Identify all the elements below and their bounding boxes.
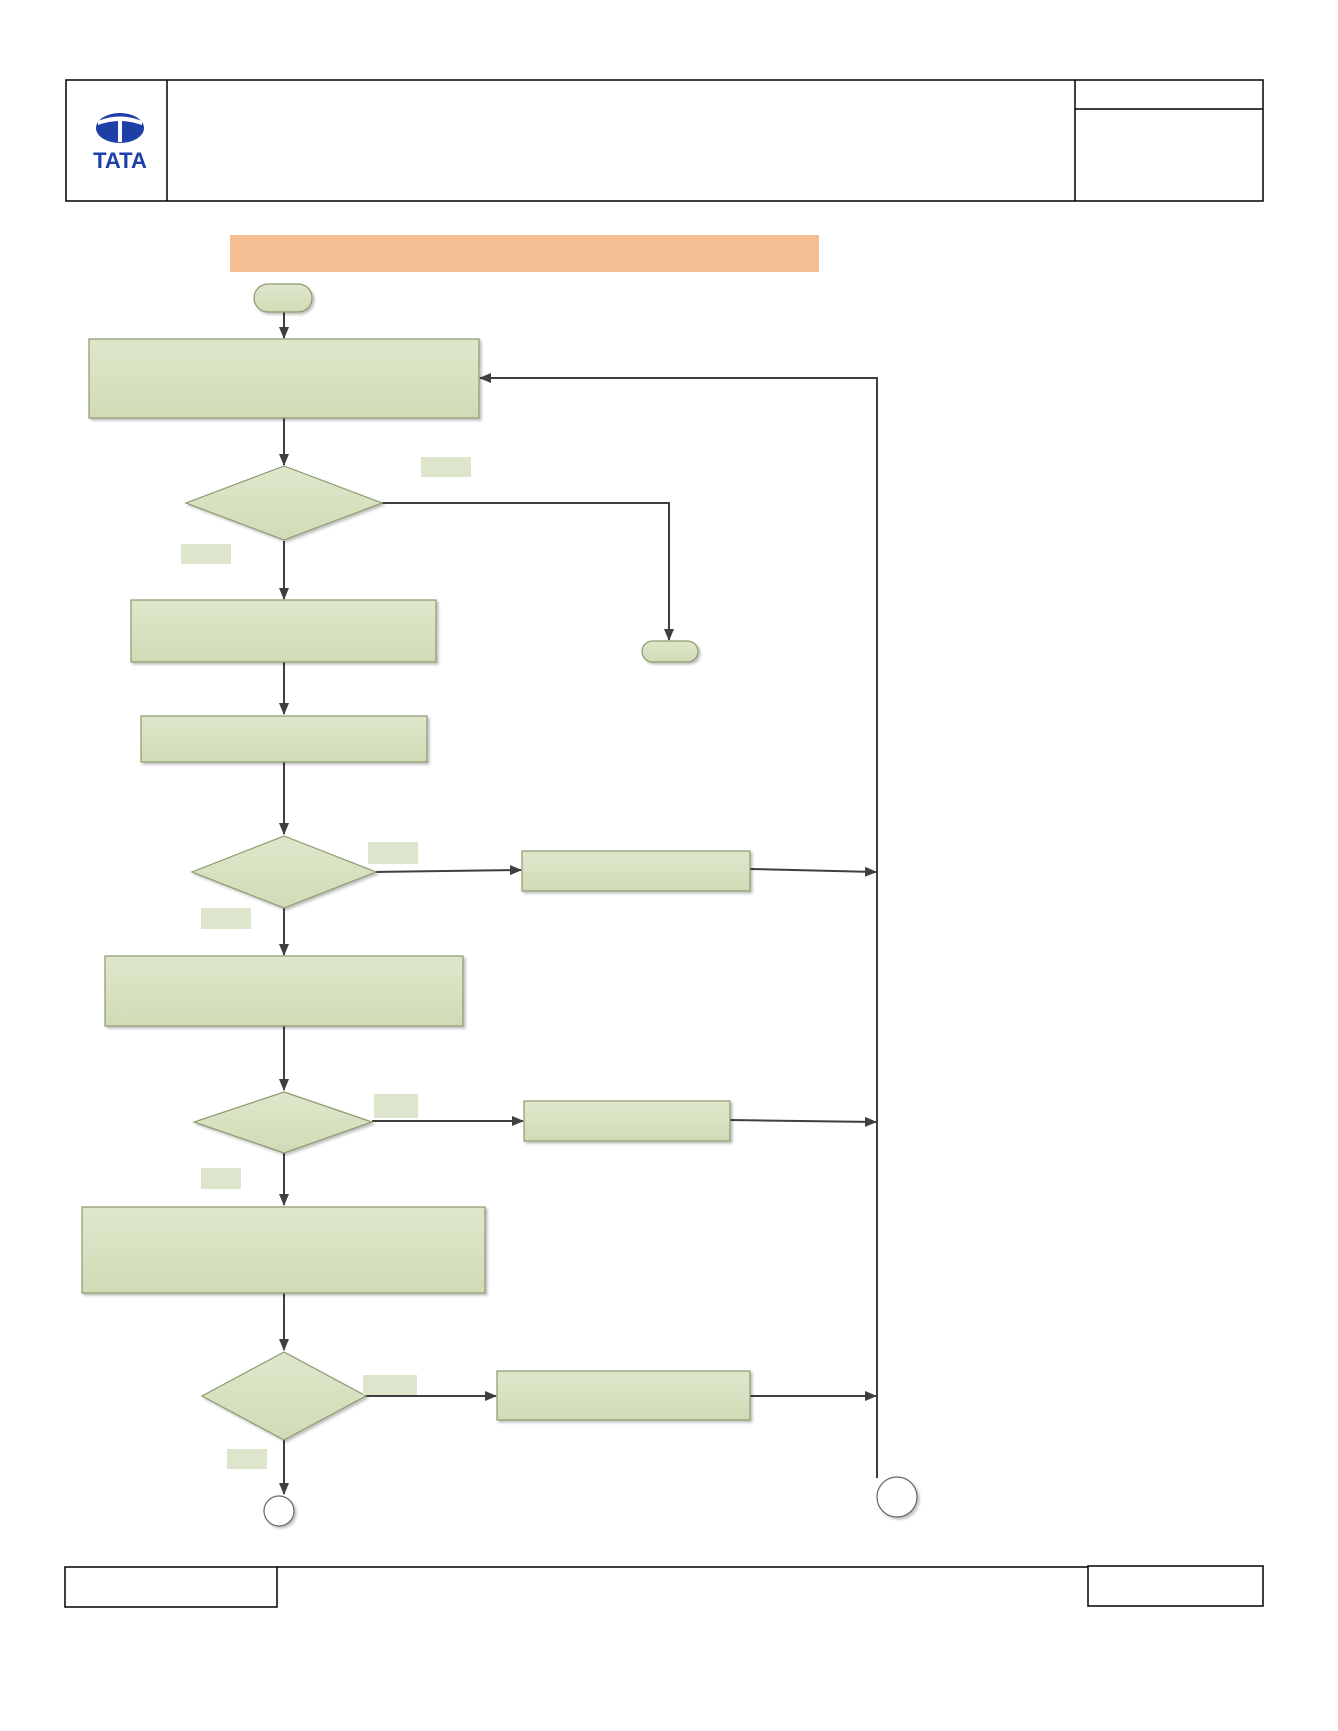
logo-text: TATA bbox=[93, 148, 147, 173]
label-d1-down-box bbox=[181, 544, 231, 564]
node-step3 bbox=[140, 715, 428, 763]
node-decision4 bbox=[200, 1351, 368, 1441]
header-block: TATA bbox=[65, 79, 1264, 202]
node-step2 bbox=[130, 599, 437, 663]
label-d3-down-box bbox=[201, 1168, 241, 1189]
edge-side2-loop bbox=[729, 1116, 877, 1127]
label-d3-right-box bbox=[374, 1094, 418, 1118]
label-d1-right-box bbox=[421, 457, 471, 477]
node-decision3 bbox=[192, 1091, 374, 1154]
node-start bbox=[253, 283, 313, 313]
label-d2-down-box bbox=[201, 908, 251, 929]
edge-d2-side1 bbox=[375, 865, 522, 876]
node-side2 bbox=[523, 1100, 731, 1142]
node-connector-b bbox=[876, 1476, 918, 1518]
label-d4-right-box bbox=[363, 1375, 417, 1395]
edges bbox=[279, 312, 878, 1495]
node-connector-a bbox=[263, 1495, 295, 1527]
tata-logo-icon: TATA bbox=[93, 113, 147, 173]
node-step4 bbox=[104, 955, 464, 1027]
edge-loop-back bbox=[479, 373, 878, 1478]
node-decision2 bbox=[190, 835, 378, 909]
node-step5 bbox=[81, 1206, 486, 1294]
process-title-bar bbox=[230, 235, 819, 272]
node-decision1 bbox=[184, 465, 384, 541]
node-end1 bbox=[641, 640, 699, 663]
node-side1 bbox=[521, 850, 751, 892]
node-side3 bbox=[496, 1370, 751, 1421]
label-d2-right-box bbox=[368, 842, 418, 864]
node-step1 bbox=[88, 338, 480, 419]
label-d4-down-box bbox=[227, 1449, 267, 1469]
edge-side1-loop bbox=[749, 866, 877, 877]
edge-labels bbox=[181, 457, 471, 1469]
footer-block bbox=[64, 1565, 1264, 1608]
nodes bbox=[81, 283, 918, 1527]
edge-d1-end1 bbox=[382, 502, 674, 641]
